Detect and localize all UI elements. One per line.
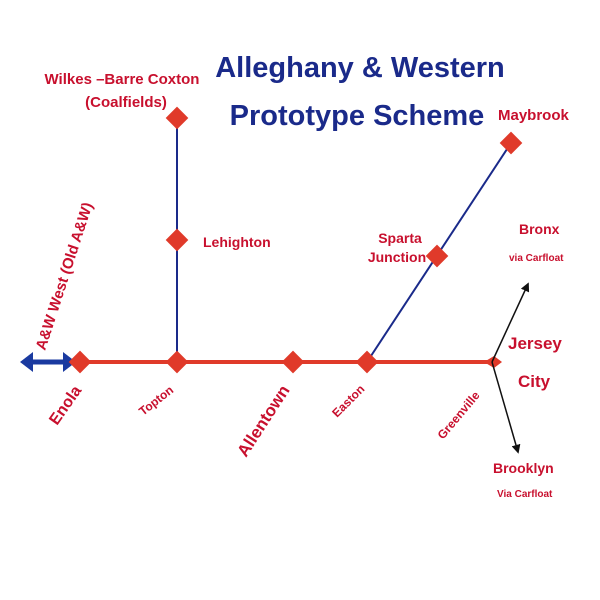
west-route-label: A&W West (Old A&W) bbox=[33, 200, 97, 352]
station-label-sparta: Sparta bbox=[378, 230, 422, 246]
station-marker-easton bbox=[355, 350, 379, 374]
carfloat-label-brooklyn: Brooklyn bbox=[493, 460, 554, 476]
station-label-greenville: Greenville bbox=[435, 388, 483, 442]
diagram-title-line2: Prototype Scheme bbox=[230, 100, 485, 132]
station-label-allentown: Allentown bbox=[233, 382, 293, 460]
station-label-lehighton: Lehighton bbox=[203, 234, 271, 250]
station-label-maybrook: Maybrook bbox=[498, 107, 570, 124]
station-label-easton: Easton bbox=[329, 382, 367, 420]
west-double-arrow bbox=[20, 352, 76, 372]
station-label-junction: Junction bbox=[368, 249, 426, 265]
brooklyn-carfloat-arrow bbox=[491, 361, 521, 454]
carfloat-label-brooklyn-sub: Via Carfloat bbox=[497, 489, 553, 500]
station-label-wilkes-barre: Wilkes –Barre Coxton bbox=[45, 71, 200, 88]
jersey-city-terminal-marker bbox=[484, 356, 502, 368]
carfloat-label-bronx: Bronx bbox=[519, 221, 560, 237]
station-marker-sparta-junction bbox=[425, 244, 449, 268]
station-marker-allentown bbox=[281, 350, 305, 374]
carfloat-label-bronx-sub: via Carfloat bbox=[509, 253, 564, 264]
station-marker-lehighton bbox=[165, 228, 189, 252]
station-marker-wilkes-barre bbox=[165, 106, 189, 130]
diagram-title-line1: Alleghany & Western bbox=[215, 52, 505, 84]
station-label-coalfields: (Coalfields) bbox=[85, 94, 167, 111]
station-label-jersey: Jersey bbox=[508, 334, 562, 353]
station-label-topton: Topton bbox=[136, 383, 176, 419]
station-label-enola: Enola bbox=[46, 383, 85, 429]
station-label-city: City bbox=[518, 372, 551, 391]
station-marker-maybrook bbox=[499, 131, 523, 155]
station-marker-topton bbox=[165, 350, 189, 374]
station-marker-enola bbox=[68, 350, 92, 374]
bronx-carfloat-arrow bbox=[491, 282, 530, 363]
